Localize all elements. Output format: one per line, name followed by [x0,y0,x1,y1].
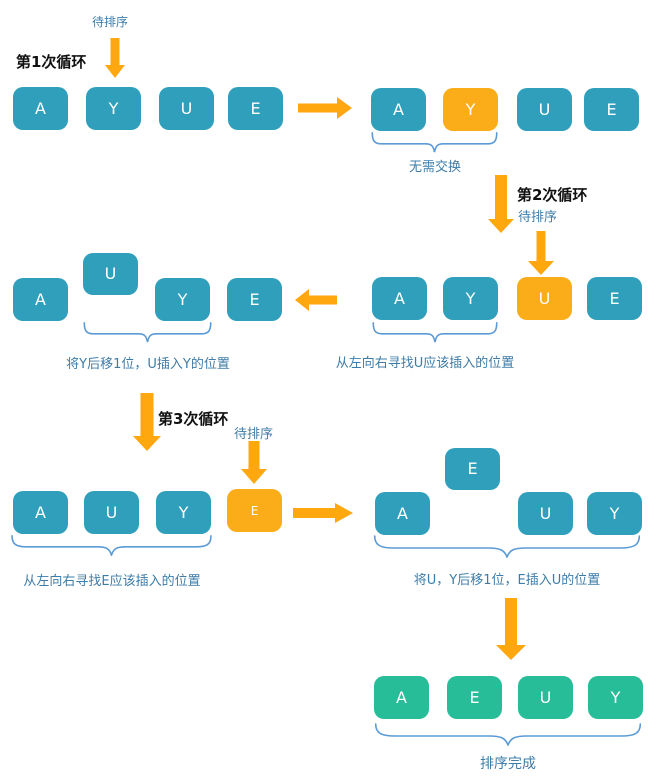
sort-box: A [13,87,68,130]
step1-loop-label: 第1次循环 [16,53,87,71]
down-arrow-icon [105,38,125,78]
underbrace [83,321,212,343]
sorted-box: A [374,676,429,719]
sort-box: E [227,278,282,321]
sort-box: A [372,277,427,320]
sort-box: Y [587,492,642,535]
sort-box-highlighted: Y [443,88,498,131]
sort-box-highlighted: E [227,489,282,532]
sort-box: U [518,492,573,535]
sort-box: E [587,277,642,320]
step1-caption: 无需交换 [408,160,462,175]
sort-box: U [517,88,572,131]
down-arrow-icon [488,175,514,233]
underbrace [371,131,498,153]
step2-source-caption: 从左向右寻找U应该插入的位置 [335,356,515,371]
step2-loop-label: 第2次循环 [517,186,588,204]
step1-pending-label: 待排序 [91,15,129,29]
sort-box: U [84,491,139,534]
sort-box: E [584,88,639,131]
sort-box: U [159,87,214,130]
down-arrow-icon [528,231,554,275]
down-arrow-icon [496,598,526,660]
sort-box: Y [156,491,211,534]
step2-result-caption: 将Y后移1位，U插入Y的位置 [66,357,230,372]
step3-pending-label: 待排序 [234,427,274,442]
down-arrow-icon [241,441,267,484]
right-arrow-icon [298,97,352,119]
right-arrow-icon [293,503,353,523]
sort-box-inserted: E [445,448,500,490]
sorted-box: Y [588,676,643,719]
sort-box: Y [86,87,141,130]
underbrace [372,534,642,558]
sort-box: A [371,88,426,131]
sorted-box: U [518,676,573,719]
final-caption: 排序完成 [480,756,536,772]
underbrace [372,321,498,343]
sort-box-highlighted: U [517,277,572,320]
step3-loop-label: 第3次循环 [158,410,229,428]
sort-box: A [375,492,430,535]
underbrace [373,722,643,746]
left-arrow-icon [295,289,337,311]
step3-source-caption: 从左向右寻找E应该插入的位置 [23,574,201,589]
sort-box: A [13,491,68,534]
sort-box: A [13,278,68,321]
sort-box: E [228,87,283,130]
sorted-box: E [447,676,502,719]
down-arrow-icon [133,393,161,451]
step3-result-caption: 将U，Y后移1位，E插入U的位置 [413,573,601,588]
underbrace [10,534,213,556]
sort-box: Y [155,278,210,321]
sort-box-inserted: U [83,253,138,295]
step2-pending-label: 待排序 [518,210,558,225]
sort-box: Y [443,277,498,320]
